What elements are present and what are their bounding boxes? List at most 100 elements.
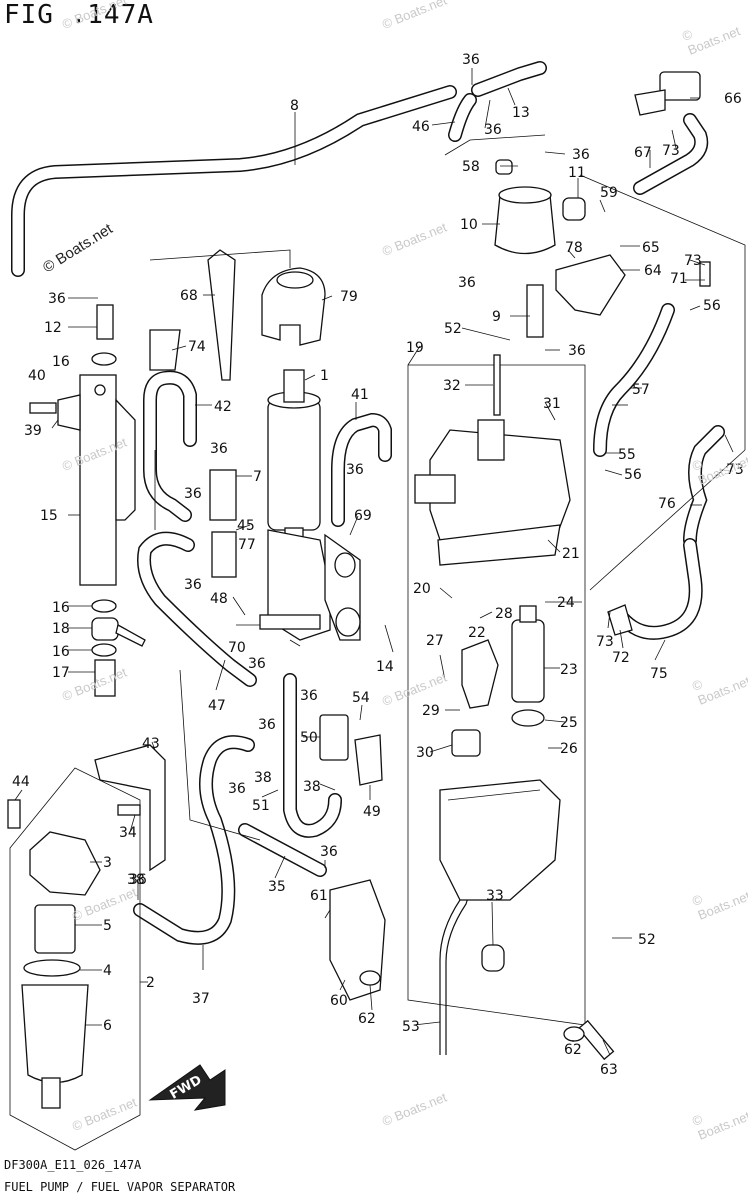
callout-36d: 36 (458, 275, 476, 291)
pump-23 (511, 605, 545, 703)
callout-13: 13 (512, 105, 530, 121)
callout-38b: 38 (303, 779, 321, 795)
callout-69: 69 (354, 508, 372, 524)
joint-72 (607, 604, 633, 636)
callout-56b: 56 (624, 467, 642, 483)
callout-58: 58 (462, 159, 480, 175)
joint-45 (211, 531, 237, 578)
callout-36k: 36 (248, 656, 266, 672)
callout-25: 25 (560, 715, 578, 731)
valve-66 (634, 71, 701, 116)
nipple-12 (96, 304, 114, 340)
callout-75: 75 (650, 666, 668, 682)
bolt-32 (493, 354, 501, 416)
filter-assembly-2 (9, 767, 141, 1151)
callout-55: 55 (618, 447, 636, 463)
callout-53: 53 (402, 1019, 420, 1035)
bolt-17 (94, 659, 116, 697)
bolt-40 (29, 402, 57, 414)
callout-6: 6 (103, 1018, 112, 1034)
diagram-name: FUEL PUMP / FUEL VAPOR SEPARATOR (4, 1180, 236, 1194)
callout-59: 59 (600, 185, 618, 201)
bracket-70 (259, 529, 331, 641)
callout-36h: 36 (184, 486, 202, 502)
callout-40: 40 (28, 368, 46, 384)
callout-65: 65 (642, 240, 660, 256)
callout-32: 32 (443, 378, 461, 394)
callout-77: 77 (238, 537, 256, 553)
float-chamber (439, 779, 561, 901)
bracket-64 (555, 254, 626, 316)
callout-7: 7 (253, 469, 262, 485)
callout-73a: 73 (662, 143, 680, 159)
grommet-11 (562, 197, 586, 221)
callout-11: 11 (568, 165, 586, 181)
bracket-60 (329, 879, 386, 1001)
callout-35: 35 (268, 879, 286, 895)
bolt-34 (117, 804, 141, 816)
callout-45: 45 (237, 518, 255, 534)
callout-8: 8 (290, 98, 299, 114)
separator-10 (494, 186, 556, 255)
callout-1: 1 (320, 368, 329, 384)
callout-39: 39 (24, 423, 42, 439)
bracket-49 (354, 734, 383, 786)
callout-labels: 1 2 3 4 5 6 7 8 9 10 11 12 13 14 15 16 1… (12, 52, 744, 1078)
callout-49: 49 (363, 804, 381, 820)
callout-36i: 36 (184, 577, 202, 593)
callout-46: 46 (412, 119, 430, 135)
callout-67: 67 (634, 145, 652, 161)
callout-79: 79 (340, 289, 358, 305)
callout-62a: 62 (358, 1011, 376, 1027)
link-69 (324, 533, 361, 641)
callout-36g: 36 (210, 441, 228, 457)
callout-50: 50 (300, 730, 318, 746)
callout-61: 61 (310, 888, 328, 904)
callout-62b: 62 (564, 1042, 582, 1058)
callout-47: 47 (208, 698, 226, 714)
cover-79 (261, 267, 326, 346)
cover-22 (461, 639, 499, 709)
callout-38c: 38 (127, 872, 145, 888)
clip-74 (149, 329, 181, 371)
collar-62a (563, 1026, 585, 1042)
callout-57: 57 (632, 382, 650, 398)
callout-37: 37 (192, 991, 210, 1007)
callout-73c: 73 (726, 462, 744, 478)
collar-62b (359, 970, 381, 986)
callout-36n: 36 (228, 781, 246, 797)
fwd-arrow (148, 1064, 226, 1111)
callout-38a: 38 (254, 770, 272, 786)
bolt-63 (577, 1019, 615, 1061)
callout-16c: 16 (52, 644, 70, 660)
bracket-43 (94, 744, 166, 872)
callout-70: 70 (228, 640, 246, 656)
callout-60: 60 (330, 993, 348, 1009)
figure-title: FIG .147A (4, 0, 154, 30)
callout-3: 3 (103, 855, 112, 871)
washer-16c (91, 643, 117, 657)
callout-42: 42 (214, 399, 232, 415)
callout-73d: 73 (596, 634, 614, 650)
callout-76: 76 (658, 496, 676, 512)
callout-17: 17 (52, 665, 70, 681)
valve-50 (319, 714, 349, 761)
callout-48: 48 (210, 591, 228, 607)
callout-10: 10 (460, 217, 478, 233)
callout-36b: 36 (484, 122, 502, 138)
callout-28: 28 (495, 606, 513, 622)
callout-36e: 36 (568, 343, 586, 359)
hose-53 (439, 869, 471, 1055)
callout-36m: 36 (300, 688, 318, 704)
callout-20: 20 (413, 581, 431, 597)
callout-34: 34 (119, 825, 137, 841)
callout-66: 66 (724, 91, 742, 107)
gasket-21 (437, 524, 561, 566)
callout-36o: 36 (320, 844, 338, 860)
callout-5: 5 (103, 918, 112, 934)
callout-72: 72 (612, 650, 630, 666)
callout-18: 18 (52, 621, 70, 637)
cover-assembly-31 (414, 419, 571, 541)
callout-36a: 36 (462, 52, 480, 68)
